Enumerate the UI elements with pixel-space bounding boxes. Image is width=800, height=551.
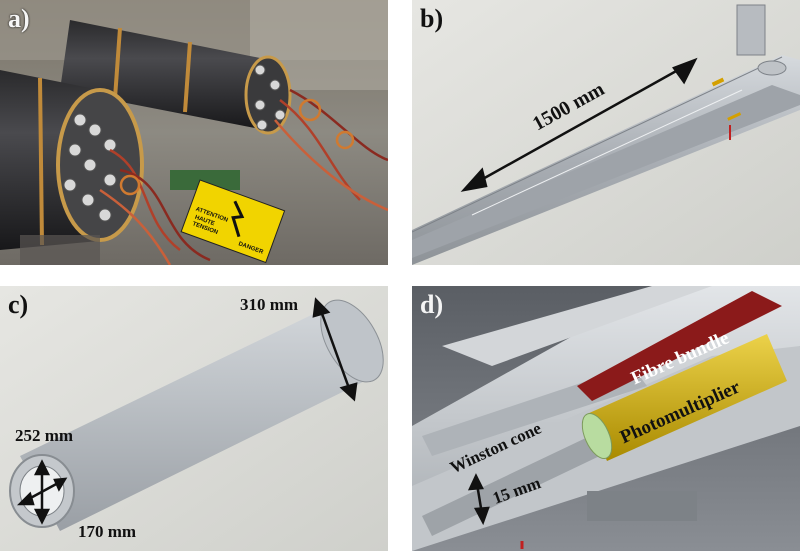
panel-a-label: a) bbox=[8, 4, 30, 33]
cylinder-cad-drawing bbox=[0, 286, 388, 551]
outer-diameter-annotation: 310 mm bbox=[240, 295, 299, 314]
base-block bbox=[587, 491, 697, 521]
pmt-section-drawing bbox=[412, 286, 800, 551]
diameter-arrows bbox=[16, 297, 358, 525]
warning-sign bbox=[180, 179, 286, 264]
small-diameter-annotation: 170 mm bbox=[78, 522, 137, 541]
circuit-board bbox=[170, 170, 240, 190]
mounting-bracket bbox=[736, 4, 766, 56]
back-cylinder bbox=[60, 20, 292, 135]
panel-b-label: b) bbox=[420, 4, 444, 33]
inner-diameter-annotation: 252 mm bbox=[15, 426, 74, 445]
panel-b-cad: b) 1500 mm bbox=[412, 0, 800, 265]
length-arrow bbox=[460, 57, 698, 192]
front-cylinder bbox=[0, 70, 144, 250]
cone-size-arrow bbox=[467, 473, 490, 526]
photomultiplier-shape bbox=[587, 334, 787, 461]
panel-a-photo: ATTENTION HAUTE TENSION DANGER a) bbox=[0, 0, 388, 265]
panel-c-label: c) bbox=[8, 290, 29, 319]
cables bbox=[99, 88, 388, 265]
tube-cad-drawing bbox=[412, 0, 800, 265]
pmt-connectors bbox=[63, 64, 286, 222]
panel-d-cad: d) Fibre bundle Photomultiplier Winston … bbox=[412, 286, 800, 551]
panel-c-cad: c) 310 mm 252 mm 170 mm bbox=[0, 286, 388, 551]
fibre-bundle-shape bbox=[577, 291, 782, 401]
detector-photo: ATTENTION HAUTE TENSION DANGER bbox=[0, 0, 388, 265]
panel-d-label: d) bbox=[420, 290, 444, 319]
